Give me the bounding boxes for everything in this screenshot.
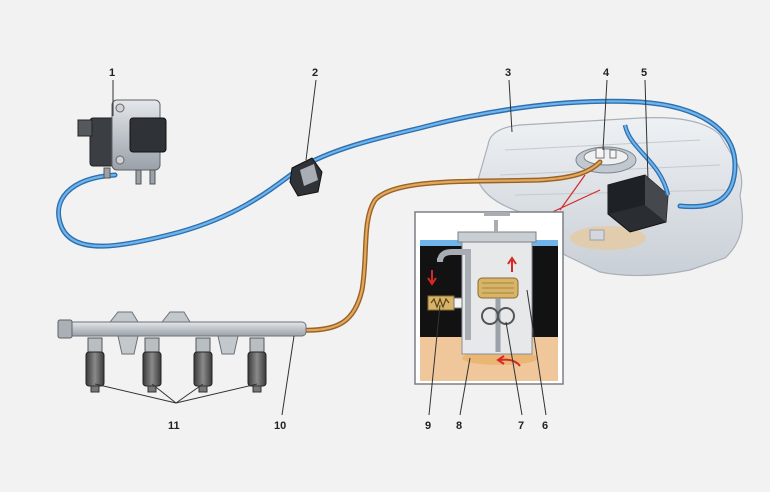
fuel-filter-canister <box>607 174 669 233</box>
leader-lines <box>94 79 649 416</box>
flow-arrow-curve-icon <box>496 355 521 367</box>
fuel-rail <box>57 311 307 355</box>
label-5: 5 <box>641 67 647 79</box>
label-8: 8 <box>456 420 462 432</box>
injector-2 <box>142 337 162 393</box>
label-7: 7 <box>518 420 524 432</box>
injector-1 <box>85 337 105 393</box>
injector-4 <box>247 337 267 393</box>
pump-module-flange <box>575 146 637 174</box>
injector-3 <box>193 337 213 393</box>
label-4: 4 <box>603 67 610 79</box>
flow-arrow-up-icon <box>507 256 517 272</box>
label-11: 11 <box>168 420 180 432</box>
pump-module-cutaway <box>414 211 564 385</box>
pressure-regulator-unit <box>77 99 167 185</box>
label-9: 9 <box>425 420 431 432</box>
label-1: 1 <box>109 67 115 79</box>
inline-valve <box>289 157 323 197</box>
flow-arrow-down-icon <box>427 270 437 286</box>
label-10: 10 <box>274 420 286 432</box>
label-2: 2 <box>312 67 318 79</box>
label-3: 3 <box>505 67 511 79</box>
label-6: 6 <box>542 420 548 432</box>
